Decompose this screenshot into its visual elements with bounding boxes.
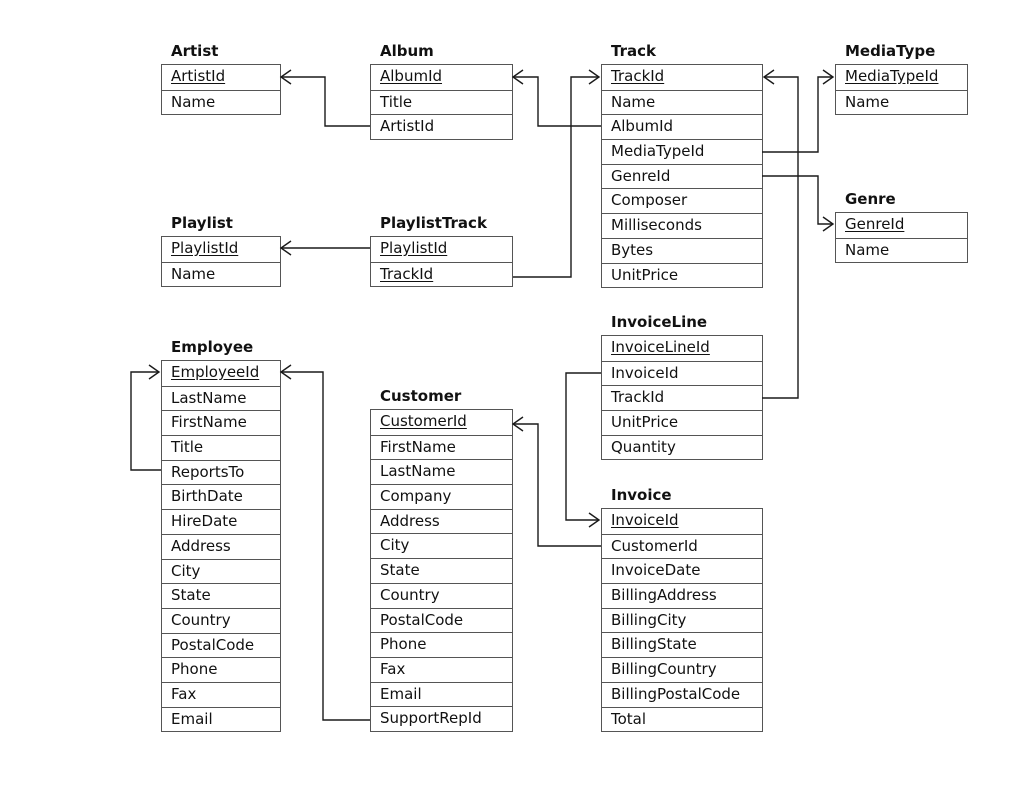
table-fields: EmployeeId LastName FirstName Title Repo… (161, 360, 281, 733)
primary-key-field: InvoiceId (611, 511, 679, 529)
primary-key-field: AlbumId (380, 67, 443, 85)
field: Name (602, 89, 762, 115)
field: State (162, 583, 280, 608)
table-fields: CustomerId FirstName LastName Company Ad… (370, 409, 513, 732)
field: LastName (162, 385, 280, 411)
table-fields: InvoiceLineId InvoiceId TrackId UnitPric… (601, 335, 763, 461)
table-title: Artist (171, 42, 219, 60)
primary-key-field: EmployeeId (171, 363, 260, 381)
relationship-album-artist (279, 69, 370, 127)
field: Email (162, 706, 280, 732)
foreign-key-field: MediaTypeId (602, 139, 762, 164)
primary-key-field: CustomerId (380, 412, 467, 430)
table-title: Track (611, 42, 656, 60)
foreign-key-field: ReportsTo (162, 459, 280, 485)
field: Title (371, 89, 512, 115)
table-title: Invoice (611, 486, 672, 504)
field: LastName (371, 459, 512, 484)
field: Name (162, 261, 280, 287)
field: BillingState (602, 632, 762, 657)
field: BillingAddress (602, 583, 762, 608)
field: Milliseconds (602, 213, 762, 238)
table-fields: PlaylistId Name (161, 236, 281, 288)
table-fields: AlbumId Title ArtistId (370, 64, 513, 141)
field: Phone (162, 657, 280, 682)
foreign-key-field: CustomerId (602, 533, 762, 559)
foreign-key-field: InvoiceId (602, 360, 762, 386)
relationship-customer-employee (279, 364, 370, 721)
field: State (371, 558, 512, 583)
primary-key-field: TrackId (371, 261, 512, 287)
table-title: Customer (380, 387, 462, 405)
field: Company (371, 484, 512, 509)
field: Title (162, 435, 280, 460)
field: Name (836, 89, 967, 115)
table-fields: PlaylistId TrackId (370, 236, 513, 288)
table-title: Genre (845, 190, 896, 208)
primary-key-field: PlaylistId (171, 239, 239, 257)
primary-key-field: ArtistId (171, 67, 226, 85)
relationship-invoiceline-track (762, 69, 799, 399)
field: UnitPrice (602, 410, 762, 435)
table-title: PlaylistTrack (380, 214, 487, 232)
relationship-track-album (511, 69, 601, 127)
primary-key-field: PlaylistId (380, 239, 448, 257)
foreign-key-field: AlbumId (602, 114, 762, 139)
table-title: Playlist (171, 214, 233, 232)
foreign-key-field: SupportRepId (371, 706, 512, 731)
table-title: Employee (171, 338, 254, 356)
field: Email (371, 681, 512, 707)
primary-key-field: GenreId (845, 215, 905, 233)
field: Composer (602, 188, 762, 213)
field: Phone (371, 632, 512, 657)
table-title: Album (380, 42, 434, 60)
table-title: MediaType (845, 42, 936, 60)
field: Total (602, 706, 762, 732)
table-fields: InvoiceId CustomerId InvoiceDate Billing… (601, 508, 763, 733)
field: PostalCode (162, 632, 280, 658)
field: BillingCountry (602, 657, 762, 682)
foreign-key-field: GenreId (602, 163, 762, 189)
table-fields: TrackId Name AlbumId MediaTypeId GenreId… (601, 64, 763, 289)
relationship-employee-self (130, 364, 161, 471)
field: UnitPrice (602, 262, 762, 288)
field: BirthDate (162, 484, 280, 509)
primary-key-field: MediaTypeId (845, 67, 939, 85)
table-fields: ArtistId Name (161, 64, 281, 116)
primary-key-field: TrackId (611, 67, 665, 85)
field: InvoiceDate (602, 558, 762, 583)
field: FirstName (162, 410, 280, 435)
primary-key-field: InvoiceLineId (611, 338, 710, 356)
field: BillingCity (602, 607, 762, 633)
field: BillingPostalCode (602, 681, 762, 707)
field: Fax (162, 681, 280, 707)
field: Quantity (602, 434, 762, 460)
field: FirstName (371, 434, 512, 460)
field: PostalCode (371, 607, 512, 633)
field: Country (162, 607, 280, 633)
table-title: InvoiceLine (611, 313, 708, 331)
field: Address (162, 533, 280, 559)
relationship-invoiceline-invoice (565, 372, 601, 528)
field: Bytes (602, 237, 762, 263)
field: City (162, 558, 280, 584)
relationship-track-mediatype (762, 69, 835, 153)
field: HireDate (162, 509, 280, 534)
field: City (371, 533, 512, 558)
foreign-key-field: TrackId (602, 385, 762, 410)
relationship-playlisttrack-track (513, 69, 601, 278)
relationship-track-genre (762, 175, 835, 232)
relationship-invoice-customer (511, 416, 601, 547)
table-fields: GenreId Name (835, 212, 968, 264)
foreign-key-field: ArtistId (371, 114, 512, 139)
field: Name (836, 237, 967, 263)
field: Country (371, 582, 512, 608)
field: Name (162, 89, 280, 115)
field: Address (371, 508, 512, 534)
relationship-playlisttrack-playlist (279, 240, 370, 256)
table-fields: MediaTypeId Name (835, 64, 968, 116)
field: Fax (371, 656, 512, 682)
